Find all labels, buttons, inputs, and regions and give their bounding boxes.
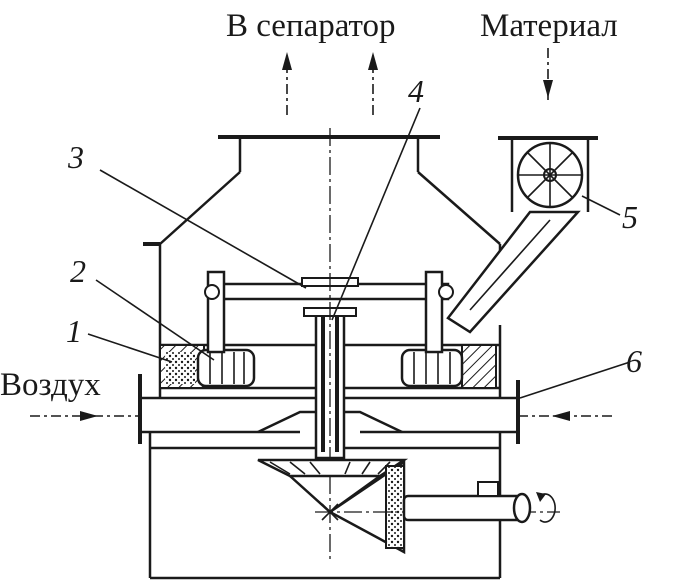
- label-air: Воздух: [0, 367, 101, 403]
- feeder: [446, 136, 598, 334]
- callout-5: 5: [622, 199, 638, 235]
- callout-4: 4: [408, 73, 424, 109]
- callout-3: 3: [67, 139, 84, 175]
- bevel-gear-drive: [257, 458, 560, 555]
- label-material: Материал: [480, 8, 618, 44]
- callout-2: 2: [70, 253, 86, 289]
- top-neck: [143, 135, 501, 345]
- air-arrows: [30, 411, 612, 421]
- callout-1: 1: [66, 313, 82, 349]
- central-shaft: [303, 128, 357, 560]
- callout-leaders: [87, 107, 631, 399]
- material-inlet-arrow: [543, 48, 553, 100]
- label-to-separator: В сепаратор: [226, 8, 396, 44]
- roller-right: [400, 348, 464, 388]
- callout-6: 6: [626, 343, 642, 379]
- outlet-arrows: [282, 52, 378, 115]
